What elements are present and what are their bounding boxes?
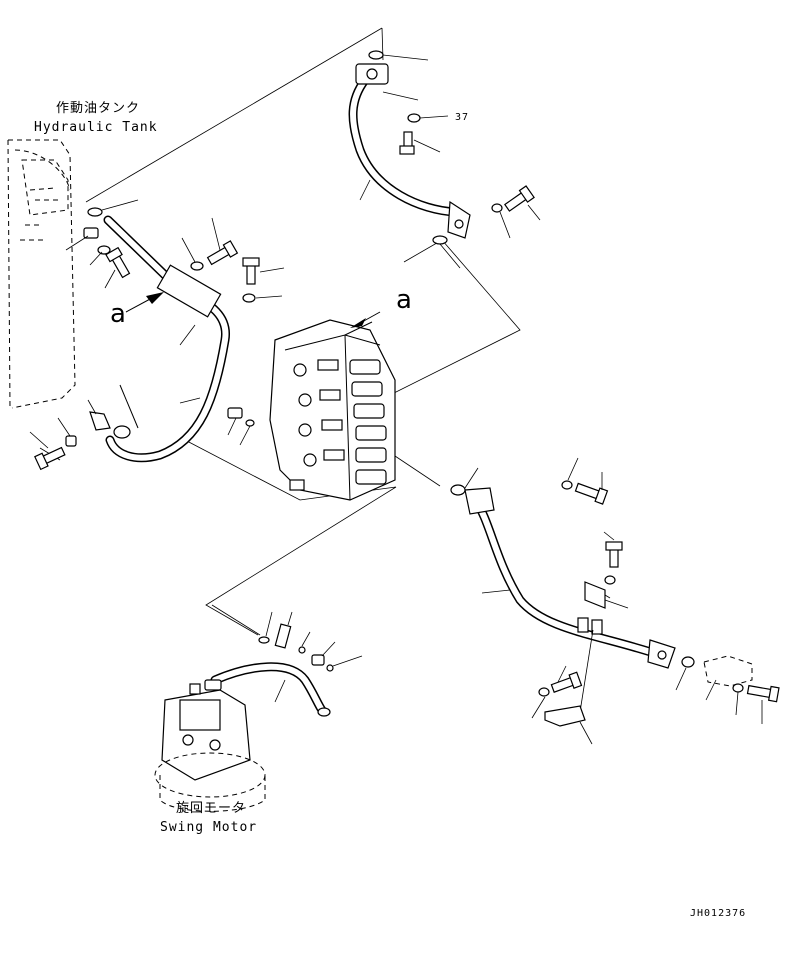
drawing-code: JH012376 — [690, 908, 746, 919]
swing-motor-label-en: Swing Motor — [160, 820, 257, 835]
hydraulic-tank — [7, 139, 76, 409]
upper-hose-assembly — [348, 50, 541, 269]
view-marker-left: a — [110, 292, 164, 329]
swing-motor-label: 旋回モータ Swing Motor — [160, 801, 257, 835]
tank-label-jp: 作動油タンク — [56, 101, 140, 116]
callout-number: 37 — [455, 112, 469, 123]
view-marker-right: a — [396, 285, 412, 315]
tank-label: 作動油タンク Hydraulic Tank — [34, 101, 158, 135]
view-marker-left-letter: a — [110, 299, 126, 329]
left-hose-assembly — [29, 199, 285, 471]
right-hose-assembly — [450, 457, 780, 745]
control-valve — [227, 311, 396, 501]
swing-motor — [154, 604, 363, 812]
swing-motor-label-jp: 旋回モータ — [176, 801, 246, 816]
tank-label-en: Hydraulic Tank — [34, 120, 158, 135]
view-marker-right-letter: a — [396, 285, 412, 315]
leader-lines — [85, 27, 521, 636]
